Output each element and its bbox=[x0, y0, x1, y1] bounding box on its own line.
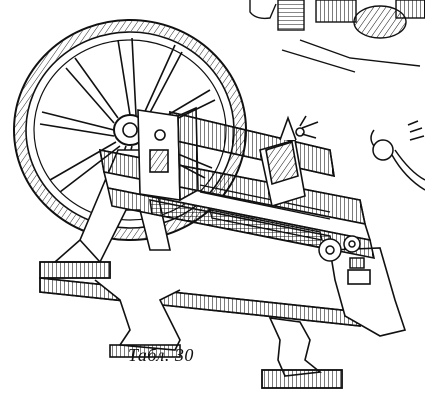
lathe-bed bbox=[39, 247, 407, 389]
flywheel bbox=[13, 19, 247, 241]
flywheel-spokes bbox=[39, 37, 216, 223]
headstock bbox=[137, 106, 199, 202]
background-machine-fragment bbox=[249, 0, 425, 73]
figure-caption: Табл. 30 bbox=[128, 345, 194, 365]
lead-screw bbox=[199, 184, 331, 241]
background-handle-fragment bbox=[370, 120, 425, 191]
change-gears bbox=[318, 235, 365, 269]
carriage bbox=[259, 115, 319, 208]
